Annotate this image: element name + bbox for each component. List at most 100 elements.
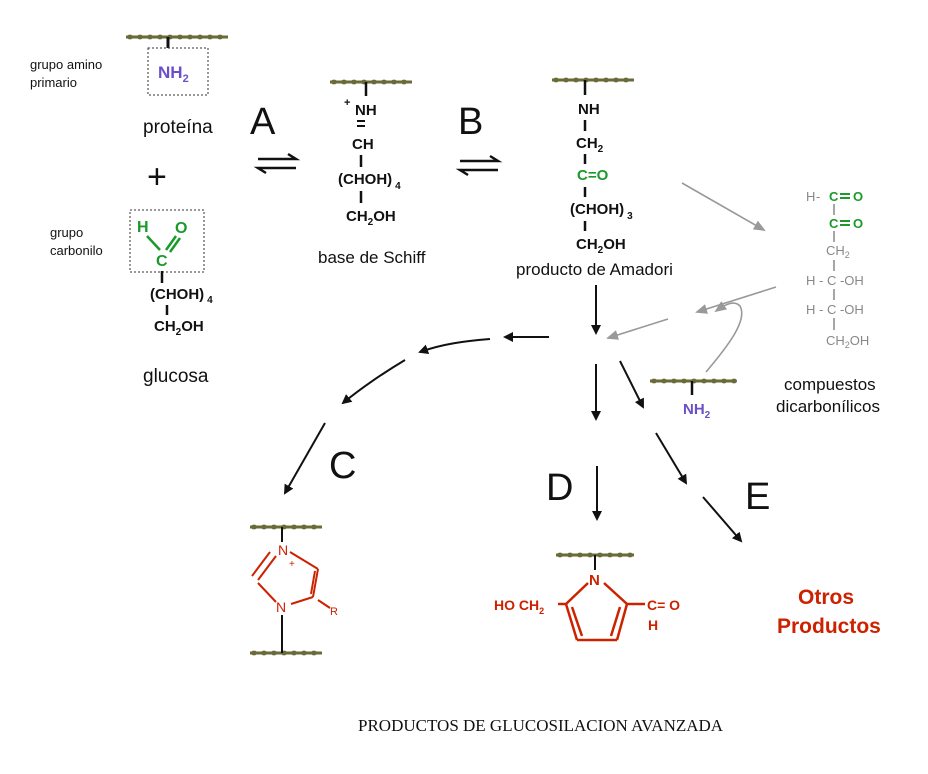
- chain-bead: [301, 650, 307, 656]
- arrow-curve-2: [341, 359, 406, 405]
- chain-bead: [127, 34, 133, 40]
- chain-bead: [351, 79, 357, 85]
- chain-bead: [291, 524, 297, 530]
- dc-o2: O: [853, 216, 863, 231]
- dc-h1: H: [806, 189, 815, 204]
- imidazole-n2: N: [276, 599, 286, 615]
- bond-c-o-2: [168, 237, 182, 253]
- equilibrium-arrow-B: [455, 154, 503, 177]
- dc-o1: O: [853, 189, 863, 204]
- chain-bead: [261, 524, 267, 530]
- amadori-co: C=O: [577, 167, 609, 184]
- glucose-chohh: (CHOH)4: [150, 286, 213, 306]
- equilibrium-arrow-A: [253, 152, 301, 175]
- carbonilo-label: carbonilo: [50, 243, 103, 258]
- grupo-amino-label: grupo amino: [30, 57, 102, 72]
- chain-bead: [553, 77, 559, 83]
- dc-ch2: CH2: [826, 243, 850, 260]
- chain-bead: [137, 34, 143, 40]
- arrow-dicarbonyl-back: [695, 286, 777, 314]
- protein-amino-group-2: NH2: [650, 378, 737, 421]
- chain-bead: [311, 524, 317, 530]
- chain-bead: [187, 34, 193, 40]
- carbonyl-c: C: [156, 253, 168, 270]
- arrow-to-junction: [606, 318, 669, 340]
- imidazole-plus: +: [289, 559, 295, 570]
- product-C-imidazole: N + N R: [250, 524, 338, 656]
- chain-bead: [177, 34, 183, 40]
- arrow-to-dicarbonyl: [681, 182, 766, 231]
- imidazole-n1: N: [278, 542, 288, 558]
- gray-arrows: [606, 182, 777, 373]
- schiff-nh: NH: [355, 102, 377, 119]
- nh2-text-2: NH2: [683, 401, 711, 421]
- chain-bead: [617, 552, 623, 558]
- pyrrole-cho: C= O: [647, 597, 680, 613]
- imidazole-r: R: [330, 606, 338, 618]
- schiff-base-structure: + NH CH (CHOH)4 CH2OH base de Schiff: [318, 79, 426, 267]
- amadori-nh: NH: [578, 101, 600, 118]
- arrow-to-C: [284, 422, 326, 495]
- schiff-plus: +: [344, 97, 350, 109]
- chain-bead: [217, 34, 223, 40]
- chain-bead: [341, 79, 347, 85]
- protein-chain-4: [650, 378, 737, 384]
- dc-c1: C: [829, 189, 839, 204]
- protein-chain-5: [250, 524, 322, 530]
- product-D-pyrrole: N HO CH2 C= O H: [494, 552, 680, 642]
- chain-bead: [207, 34, 213, 40]
- chain-bead: [251, 524, 257, 530]
- step-A: A: [250, 101, 276, 143]
- proteina-label: proteína: [143, 117, 213, 138]
- glucose-ch2oh: CH2OH: [154, 318, 204, 338]
- grupo-label: grupo: [50, 225, 83, 240]
- chain-bead: [623, 77, 629, 83]
- dc-c2: C: [829, 216, 839, 231]
- step-C: C: [329, 445, 356, 487]
- step-E: E: [745, 476, 770, 518]
- imidazole-ring: [251, 551, 331, 609]
- schiff-ch: CH: [352, 136, 374, 153]
- chain-bead: [597, 552, 603, 558]
- chain-bead: [401, 79, 407, 85]
- chain-bead: [593, 77, 599, 83]
- productos-label: Productos: [777, 615, 881, 638]
- arrow-nh2-curve: [705, 301, 743, 373]
- chain-bead: [563, 77, 569, 83]
- pyrrole-n: N: [589, 572, 600, 589]
- pyrrole-ring: [558, 582, 645, 642]
- protein-chain-6: [250, 650, 322, 656]
- chain-bead: [661, 378, 667, 384]
- amadori-label: producto de Amadori: [516, 260, 673, 279]
- chain-bead: [391, 79, 397, 85]
- chain-bead: [381, 79, 387, 85]
- amadori-chohh: (CHOH)3: [570, 201, 633, 222]
- primario-label: primario: [30, 75, 77, 90]
- black-arrows: [284, 285, 743, 543]
- chain-bead: [301, 524, 307, 530]
- protein-amino-group: NH2 grupo amino primario proteína: [30, 34, 228, 138]
- amadori-ch2: CH2: [576, 135, 604, 155]
- chain-bead: [721, 378, 727, 384]
- chain-bead: [671, 378, 677, 384]
- carbonyl-o: O: [175, 220, 187, 237]
- chain-bead: [681, 378, 687, 384]
- chain-bead: [701, 378, 707, 384]
- dc-hcoh2: H - C -OH: [806, 302, 864, 317]
- chain-bead: [613, 77, 619, 83]
- compuestos-label: compuestos: [784, 375, 876, 394]
- amadori-ch2oh: CH2OH: [576, 236, 626, 256]
- chain-bead: [603, 77, 609, 83]
- arrow-right-2: [655, 432, 688, 485]
- chain-bead: [557, 552, 563, 558]
- chain-bead: [577, 552, 583, 558]
- arrow-to-E: [702, 496, 743, 543]
- pyrrole-h: H: [648, 617, 658, 633]
- protein-chain-2: [330, 79, 412, 85]
- chain-bead: [157, 34, 163, 40]
- step-B: B: [458, 101, 483, 143]
- chain-bead: [197, 34, 203, 40]
- protein-chain-1: [126, 34, 228, 40]
- chain-bead: [271, 650, 277, 656]
